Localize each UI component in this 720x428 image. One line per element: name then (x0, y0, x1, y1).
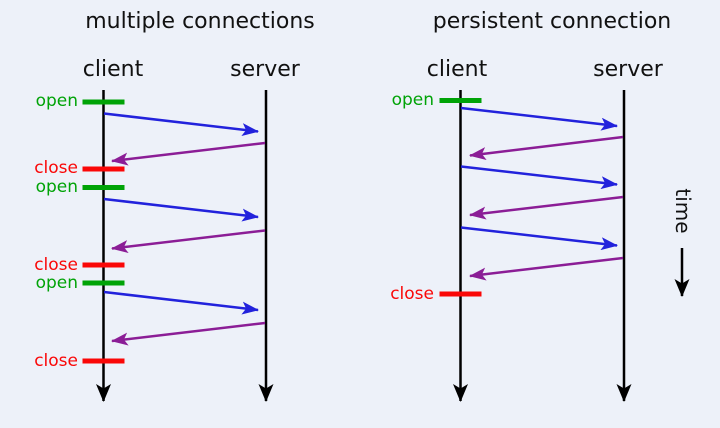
time-axis-label: time (671, 188, 695, 234)
close-label: close (34, 158, 78, 178)
open-label: open (35, 177, 78, 197)
response-arrow (469, 195, 624, 220)
left-diagram-graphics (82, 90, 274, 402)
request-arrow (460, 106, 618, 131)
request-arrow (103, 197, 259, 222)
left-client-label: client (82, 57, 144, 82)
left-diagram-title: multiple connections (85, 9, 315, 34)
request-arrow (103, 112, 259, 137)
right-diagram-title: persistent connection (432, 9, 672, 34)
open-label: open (391, 90, 434, 110)
close-label: close (34, 255, 78, 275)
close-label: close (390, 284, 434, 304)
right-diagram-graphics (439, 90, 632, 402)
response-arrow (111, 229, 266, 254)
open-label: open (35, 273, 78, 293)
left-server-label: server (230, 57, 300, 82)
right-client-label: client (426, 57, 488, 82)
request-arrow (103, 290, 259, 315)
request-arrow (460, 165, 618, 190)
right-server-label: server (593, 57, 663, 82)
response-arrow (111, 321, 266, 346)
close-label: close (34, 351, 78, 371)
response-arrow (469, 135, 624, 161)
response-arrow (111, 141, 266, 166)
request-arrow (460, 226, 618, 251)
open-label: open (35, 91, 78, 111)
response-arrow (469, 256, 624, 281)
